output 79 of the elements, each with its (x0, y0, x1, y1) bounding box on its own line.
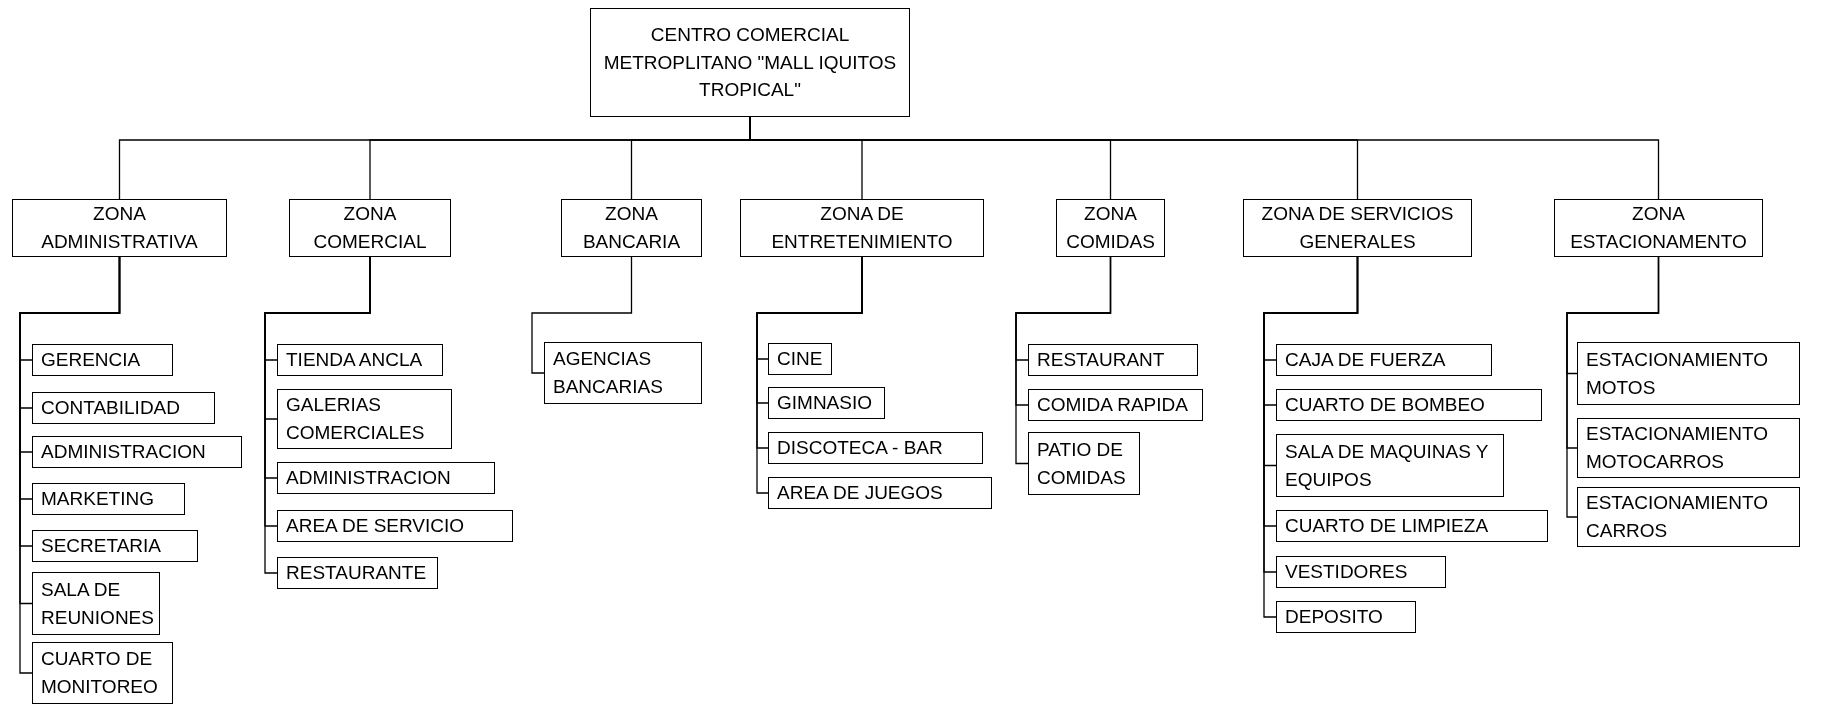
box-label: COMIDA RAPIDA (1037, 393, 1188, 418)
box-label: GERENCIA (41, 348, 141, 373)
box-label: ESTACIONAMIENTO CARROS (1586, 491, 1769, 543)
box-label: CENTRO COMERCIAL METROPLITANO "MALL IQUITOS TROPICAL" (602, 23, 898, 103)
unit-box (277, 344, 443, 376)
unit-box (277, 462, 495, 494)
box-label: ZONA COMERCIAL (312, 202, 428, 254)
zone-box (740, 199, 984, 257)
box-label: CUARTO DE MONITOREO (41, 647, 159, 699)
box-label: VESTIDORES (1285, 560, 1408, 585)
unit-box (1577, 342, 1800, 405)
unit-box (1577, 487, 1800, 547)
unit-box (1276, 556, 1446, 588)
connector-line (756, 256, 863, 494)
unit-box (1028, 344, 1198, 376)
box-label: DEPOSITO (1285, 605, 1383, 630)
unit-box (32, 642, 173, 704)
box-label: GALERIAS COMERCIALES (286, 393, 426, 445)
connector-line (531, 256, 633, 374)
box-label: CONTABILIDAD (41, 396, 180, 421)
connector-line (1566, 256, 1660, 518)
box-label: RESTAURANTE (286, 561, 427, 586)
box-label: ADMINISTRACION (286, 466, 451, 491)
unit-box (1276, 389, 1542, 421)
box-label: ZONA DE SERVICIOS GENERALES (1260, 202, 1455, 254)
zone-box (561, 199, 702, 257)
root-box (590, 8, 910, 117)
connector-line (1015, 256, 1112, 465)
unit-box (1276, 434, 1504, 497)
unit-box (32, 530, 198, 562)
box-label: ZONA BANCARIA (581, 202, 682, 254)
unit-box (277, 389, 452, 449)
unit-box (277, 510, 513, 542)
box-label: SECRETARIA (41, 534, 161, 559)
box-label: AGENCIAS BANCARIAS (553, 347, 664, 399)
box-label: SALA DE REUNIONES (41, 577, 154, 630)
zone-box (1554, 199, 1763, 257)
unit-box (277, 557, 438, 589)
box-label: MARKETING (41, 487, 154, 512)
box-label: ZONA ADMINISTRATIVA (40, 202, 199, 254)
box-label: AREA DE SERVICIO (286, 514, 465, 539)
unit-box (544, 342, 702, 404)
connector-line (19, 256, 121, 674)
zone-box (289, 199, 451, 257)
unit-box (1577, 418, 1800, 478)
zone-box (1243, 199, 1472, 257)
unit-box (768, 387, 885, 419)
unit-box (1028, 389, 1203, 421)
unit-box (768, 343, 832, 375)
box-label: SALA DE MAQUINAS Y EQUIPOS (1285, 439, 1490, 492)
unit-box (32, 344, 173, 376)
box-label: RESTAURANT (1037, 348, 1165, 373)
box-label: ZONA COMIDAS (1065, 202, 1156, 254)
box-label: GIMNASIO (777, 391, 872, 416)
box-label: ESTACIONAMIENTO MOTOCARROS (1586, 422, 1769, 474)
unit-box (32, 436, 242, 468)
unit-box (1028, 432, 1140, 495)
box-label: CUARTO DE BOMBEO (1285, 393, 1485, 418)
unit-box (1276, 601, 1416, 633)
box-label: ZONA ESTACIONAMENTO (1569, 202, 1748, 254)
unit-box (1276, 344, 1492, 376)
unit-box (32, 392, 215, 424)
box-label: PATIO DE COMIDAS (1037, 437, 1127, 490)
unit-box (768, 477, 992, 509)
unit-box (768, 432, 983, 464)
unit-box (32, 572, 160, 635)
box-label: CUARTO DE LIMPIEZA (1285, 514, 1489, 539)
box-label: DISCOTECA - BAR (777, 436, 943, 461)
box-label: ESTACIONAMIENTO MOTOS (1586, 347, 1769, 400)
unit-box (1276, 510, 1548, 542)
box-label: CINE (777, 347, 823, 372)
box-label: ZONA DE ENTRETENIMIENTO (770, 202, 954, 254)
box-label: ADMINISTRACION (41, 440, 206, 465)
box-label: TIENDA ANCLA (286, 348, 423, 373)
box-label: CAJA DE FUERZA (1285, 348, 1446, 373)
box-label: AREA DE JUEGOS (777, 481, 943, 506)
zone-box (12, 199, 227, 257)
zone-box (1056, 199, 1165, 257)
unit-box (32, 483, 185, 515)
